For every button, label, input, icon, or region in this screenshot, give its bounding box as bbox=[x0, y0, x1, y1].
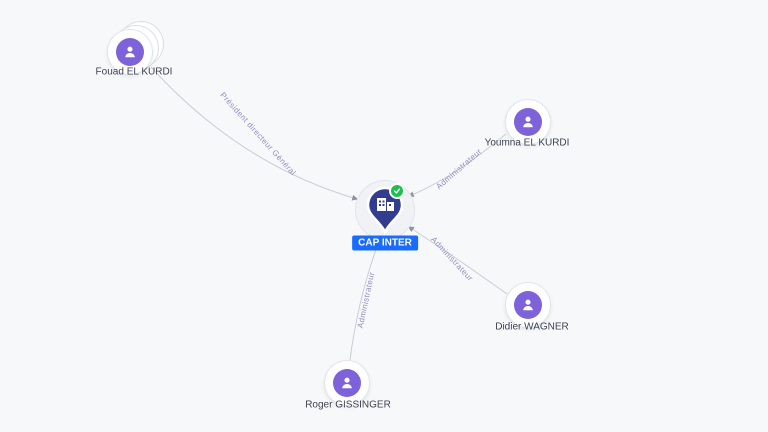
edge-admin-roger bbox=[349, 239, 381, 361]
building-icon bbox=[377, 198, 394, 211]
person-icon bbox=[514, 108, 542, 136]
person-node-youmna[interactable] bbox=[506, 100, 550, 144]
edge-admin-didier bbox=[407, 226, 508, 295]
person-icon bbox=[333, 369, 361, 397]
person-node-roger[interactable] bbox=[325, 361, 369, 405]
person-label-didier[interactable]: Didier WAGNER bbox=[495, 321, 569, 333]
person-node-didier[interactable] bbox=[506, 283, 550, 327]
person-icon bbox=[514, 291, 542, 319]
person-label-youmna[interactable]: Youmna EL KURDI bbox=[484, 137, 570, 149]
person-icon bbox=[116, 38, 144, 66]
company-label[interactable]: CAP INTER bbox=[352, 235, 418, 251]
company-node-cap-inter[interactable] bbox=[363, 183, 407, 236]
person-label-fouad[interactable]: Fouad EL KURDI bbox=[95, 66, 173, 78]
person-node-fouad[interactable] bbox=[108, 30, 152, 74]
person-label-roger[interactable]: Roger GISSINGER bbox=[305, 399, 391, 411]
verified-check-icon bbox=[389, 183, 405, 199]
edge-president-fouad bbox=[150, 66, 359, 201]
edge-admin-youmna bbox=[407, 133, 507, 198]
